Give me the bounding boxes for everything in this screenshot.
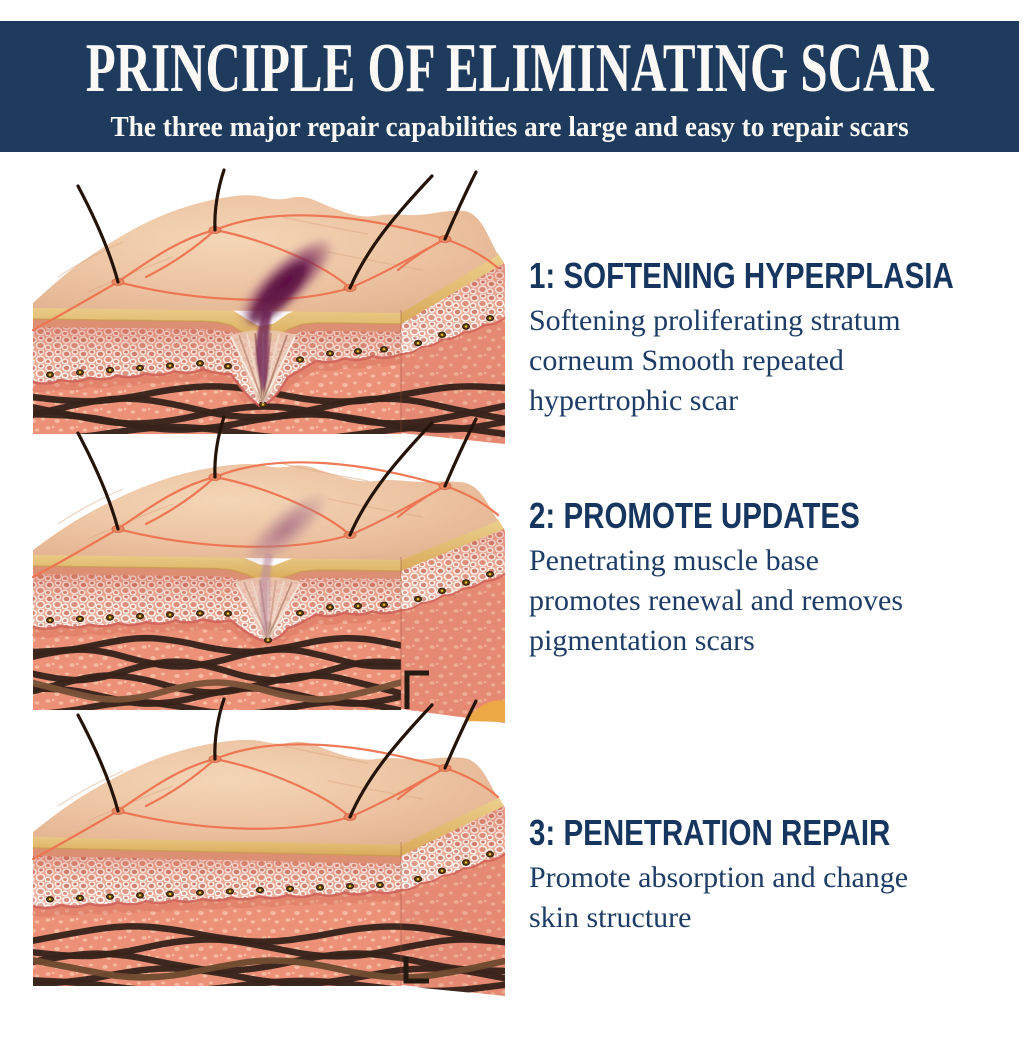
page-title: PRINCIPLE OF ELIMINATING SCAR: [85, 29, 934, 107]
skin-diagram-scar-faded: [28, 411, 512, 727]
section-2-title: 2: PROMOTE UPDATES: [529, 495, 860, 536]
page-subtitle: The three major repair capabilities are …: [110, 110, 909, 143]
section-1-title: 1: SOFTENING HYPERPLASIA: [529, 255, 954, 296]
section-3: 3: PENETRATION REPAIR Promote absorption…: [529, 813, 1009, 938]
skin-diagram-scar-dark: [28, 138, 512, 454]
section-1: 1: SOFTENING HYPERPLASIA Softening proli…: [529, 256, 1009, 421]
section-3-title: 3: PENETRATION REPAIR: [529, 812, 891, 853]
section-2: 2: PROMOTE UPDATES Penetrating muscle ba…: [529, 496, 1009, 661]
skin-diagram-healed: [28, 684, 512, 1000]
header-banner: PRINCIPLE OF ELIMINATING SCAR The three …: [0, 21, 1019, 152]
